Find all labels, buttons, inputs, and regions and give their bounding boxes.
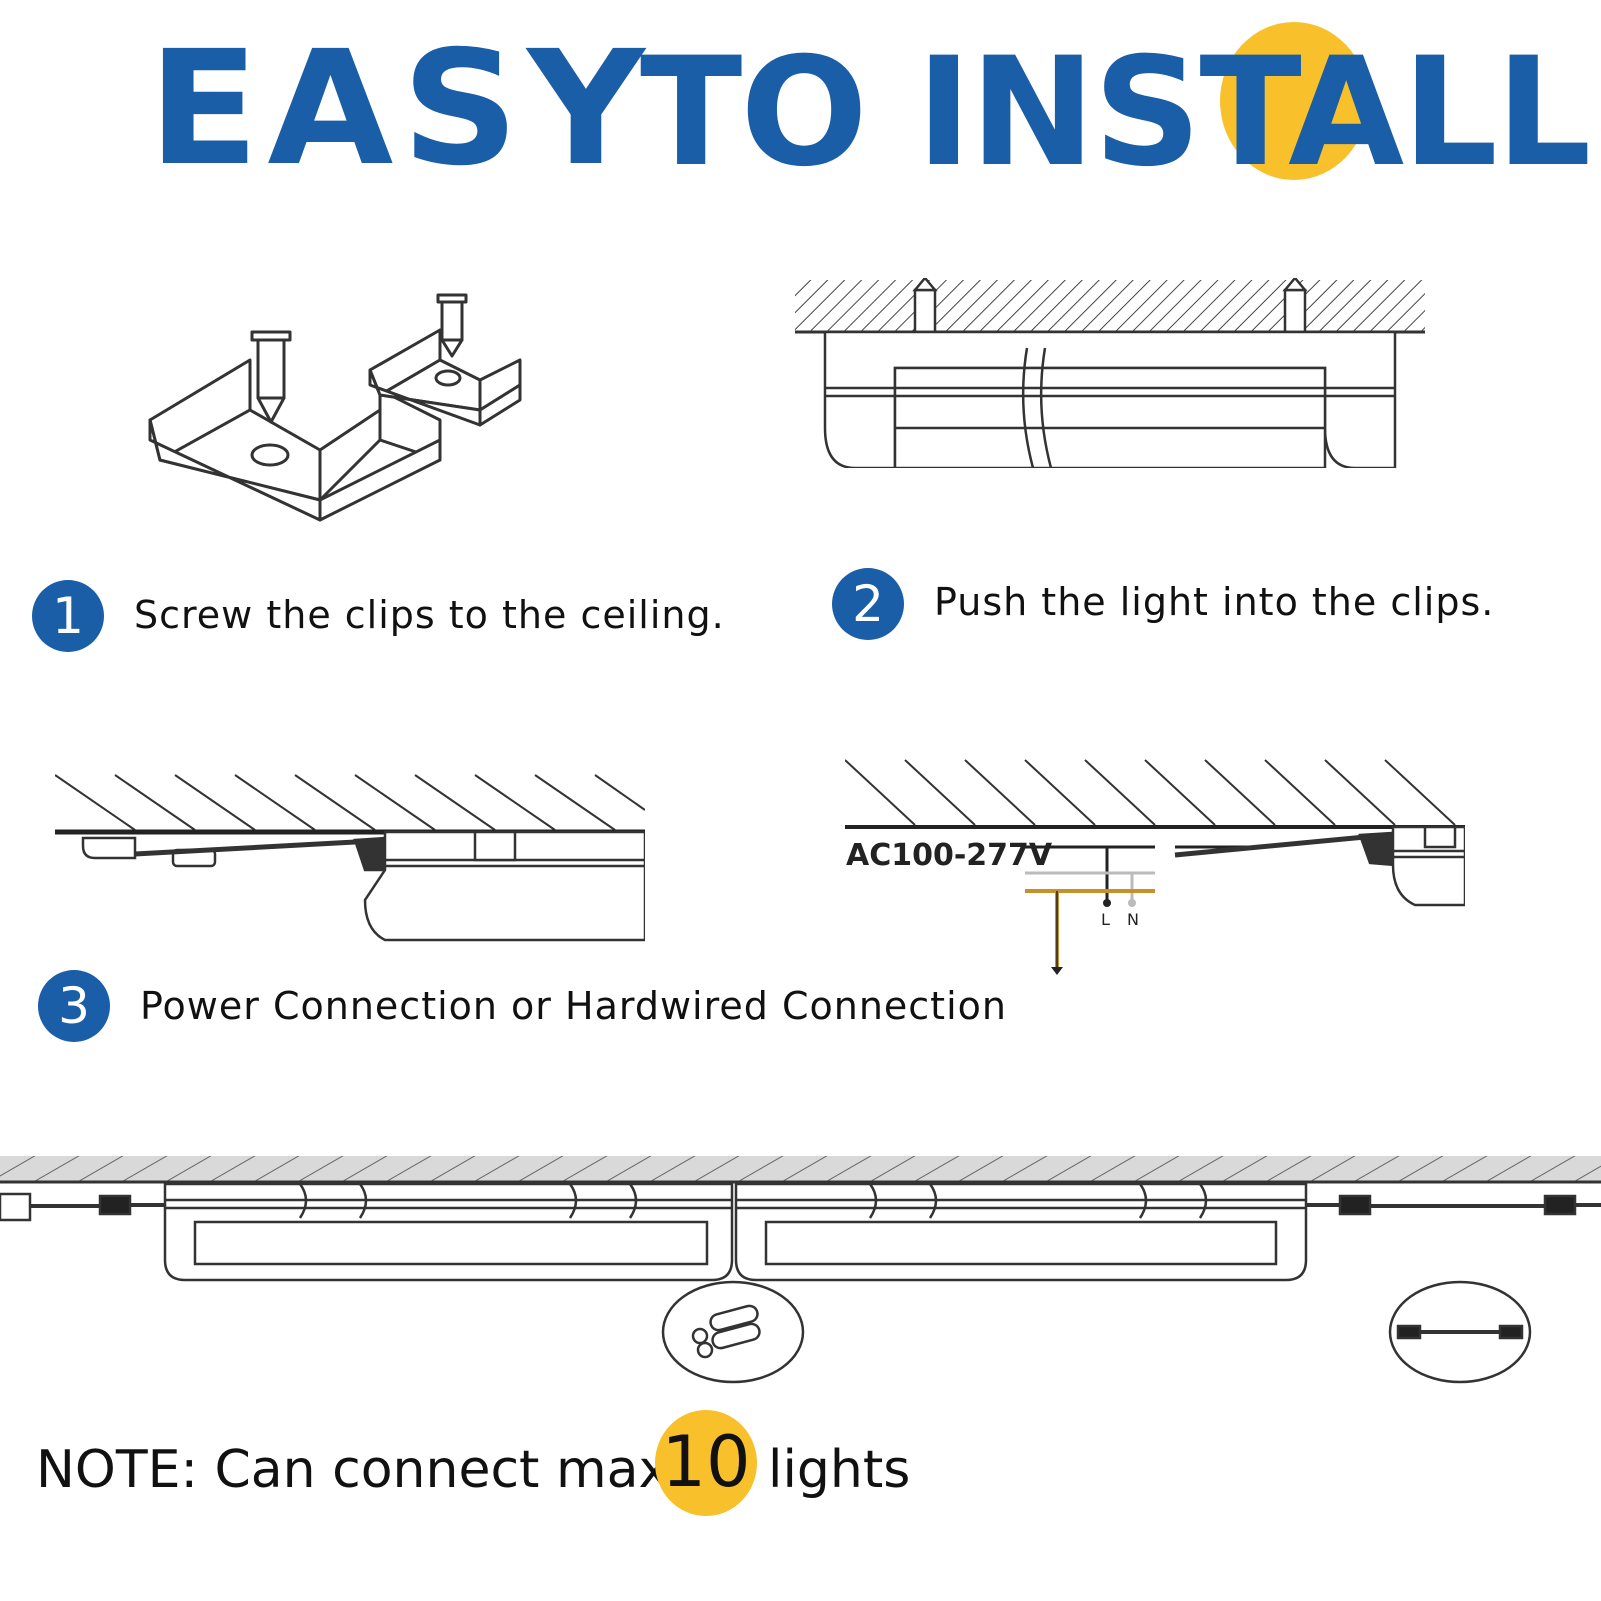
linked-lights-illustration [0,1156,1601,1384]
step-1-badge: 1 [32,580,104,652]
note-suffix: lights [768,1440,911,1500]
step-1-text: Screw the clips to the ceiling. [134,593,725,637]
neutral-wire-label: N [1127,910,1139,929]
step-2-badge: 2 [832,568,904,640]
note-prefix: NOTE: Can connect max [36,1440,670,1500]
hardwired-connection-illustration [845,759,1465,975]
light-in-clips-illustration [795,278,1425,468]
note-count: 10 [661,1421,751,1503]
step-2-text: Push the light into the clips. [934,580,1495,624]
title-easy: EASY [148,17,654,201]
voltage-label: AC100-277V [846,838,1053,873]
title-to-install: TO INSTALL [640,26,1591,200]
note-accent-circle [655,1410,757,1516]
power-connection-illustration [55,774,645,942]
title-accent-circle [1220,22,1368,180]
step-3-badge: 3 [38,970,110,1042]
title-banner: EASY TO INSTALL [0,0,1601,200]
step-3-text: Power Connection or Hardwired Connection [140,984,1007,1028]
live-wire-label: L [1101,910,1110,929]
clips-illustration [148,293,522,522]
